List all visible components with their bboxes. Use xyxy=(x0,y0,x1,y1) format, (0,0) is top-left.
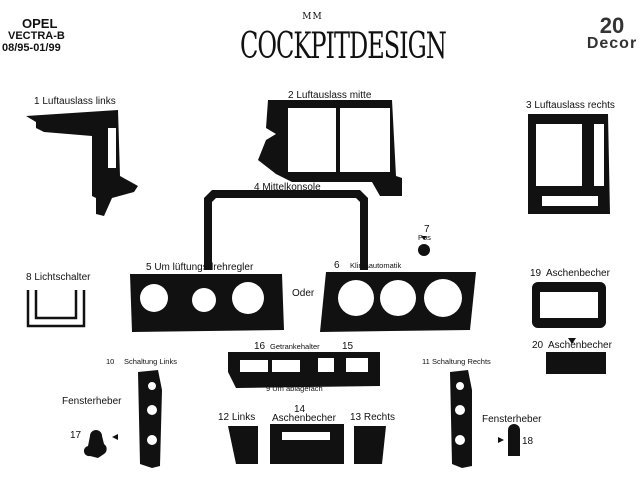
brand-name: COCKPITDESIGN xyxy=(240,25,447,67)
decor-number: 20 xyxy=(599,13,625,38)
label-part-14-name: Aschenbecher xyxy=(272,413,336,424)
label-part-19: 19 xyxy=(530,268,542,279)
label-fenster-left: Fensterheber xyxy=(62,396,122,407)
part-1-shape xyxy=(26,110,138,216)
label-part-19-name: Aschenbecher xyxy=(546,268,610,279)
label-part-4: 4 Mittelkonsole xyxy=(254,182,321,193)
part-7-shape xyxy=(418,244,430,256)
label-part-16: 16 xyxy=(254,341,266,352)
decor-word: Decor xyxy=(586,35,638,52)
part-5-shape xyxy=(130,274,284,332)
label-part-5: 5 Um lüftungsdrehregler xyxy=(146,262,254,273)
label-part-8: 8 Lichtschalter xyxy=(26,272,91,283)
label-part-13: 13 Rechts xyxy=(350,412,396,423)
vehicle-years: 08/95-01/99 xyxy=(2,42,61,54)
label-part-3: 3 Luftauslass rechts xyxy=(526,100,615,111)
label-part-16-name: Getrankehalter xyxy=(270,342,320,351)
part-6-shape xyxy=(320,272,476,332)
part-3-shape xyxy=(528,114,610,214)
arrow-7-icon xyxy=(421,236,427,240)
label-part-15: 15 xyxy=(342,341,354,352)
part-8-shape xyxy=(26,290,86,328)
part-18-shape xyxy=(508,424,520,456)
part-10-shape xyxy=(138,370,162,468)
part-2-shape xyxy=(258,100,402,196)
arrow-20-icon xyxy=(568,338,576,344)
part-19-shape xyxy=(532,282,606,328)
label-part-1: 1 Luftauslass links xyxy=(34,96,116,107)
vehicle-model: VECTRA-B xyxy=(8,30,65,42)
part-13-shape xyxy=(354,426,386,464)
label-part-6-name: Klimaautomatik xyxy=(350,261,402,270)
label-part-20: 20 xyxy=(532,340,544,351)
decor-badge: 20 Decor xyxy=(586,13,638,52)
label-part-11: 11 xyxy=(422,357,430,366)
label-fenster-right: Fensterheber xyxy=(482,414,542,425)
label-part-17: 17 xyxy=(70,430,82,441)
part-17-shape xyxy=(83,430,107,458)
label-part-18: 18 xyxy=(522,436,534,447)
label-part-7: 7 xyxy=(424,224,430,235)
brand-logo: MM COCKPITDESIGN xyxy=(240,12,447,72)
arrow-17-icon xyxy=(112,434,118,440)
label-part-10-name: Schaltung Links xyxy=(124,357,177,366)
part-20-shape xyxy=(546,352,606,374)
part-11-shape xyxy=(450,370,472,468)
brand-mark: MM xyxy=(302,12,323,22)
vehicle-make: OPEL xyxy=(22,16,58,31)
label-part-20-name: Aschenbecher xyxy=(548,340,612,351)
part-9-shape xyxy=(228,352,380,388)
label-part-6: 6 xyxy=(334,260,340,271)
label-part-11-name: Schaltung Rechts xyxy=(432,357,491,366)
arrow-18-icon xyxy=(498,437,504,443)
part-14-shape xyxy=(270,424,344,464)
label-part-10: 10 xyxy=(106,357,115,366)
part-12-shape xyxy=(228,426,258,464)
label-part-2: 2 Luftauslass mitte xyxy=(288,90,372,101)
label-part-12: 12 Links xyxy=(218,412,256,423)
part-4-shape xyxy=(204,190,368,270)
label-part-7-name: Pos xyxy=(418,233,431,242)
label-part-14: 14 xyxy=(294,404,306,415)
label-oder: Oder xyxy=(292,288,315,299)
label-part-9: 9 Um ablagefach xyxy=(266,384,323,393)
